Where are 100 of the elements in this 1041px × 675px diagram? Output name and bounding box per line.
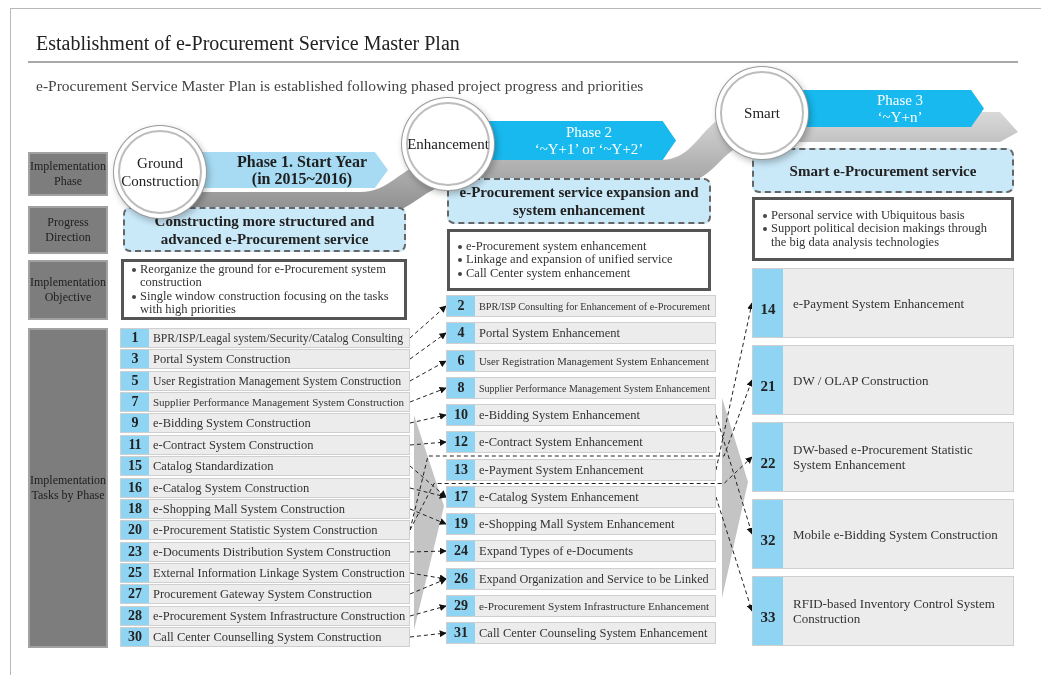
task-number: 4 xyxy=(447,323,475,343)
task-number: 32 xyxy=(753,500,783,568)
task-row xyxy=(120,627,410,647)
task-title: RFID-based Inventory Control System Construction xyxy=(793,596,996,626)
task-number: 7 xyxy=(121,393,149,411)
task-title: Portal System Enhancement xyxy=(479,325,620,341)
task-title: Call Center Counselling System Construction xyxy=(153,629,382,645)
task-row xyxy=(120,499,410,519)
bullet-item: Personal service with Ubiquitous basis xyxy=(771,208,965,223)
task-number: 10 xyxy=(447,405,475,425)
task-title: e-Catalog System Construction xyxy=(153,480,310,496)
dashed-arrow xyxy=(715,496,754,612)
task-row xyxy=(446,431,716,453)
bullet-item: Support political decision makings through the big data analysis technologies xyxy=(771,222,988,250)
task-row xyxy=(752,576,1014,646)
task-row xyxy=(446,568,716,590)
task-row xyxy=(446,622,716,644)
task-row xyxy=(120,328,410,348)
bullet-item: Linkage and expansion of unified service xyxy=(466,253,673,267)
row-header: Implementation Objective xyxy=(28,260,108,320)
task-number: 29 xyxy=(447,596,475,616)
direction-box: e-Procurement service expansion and system enhancement xyxy=(447,178,711,224)
task-title: User Registration Management System Enhancement xyxy=(479,353,709,369)
dashed-arrow xyxy=(409,456,753,531)
task-row xyxy=(120,520,410,540)
task-title: e-Shopping Mall System Enhancement xyxy=(479,516,675,532)
task-row xyxy=(120,392,410,412)
row-header: Progress Direction xyxy=(28,206,108,254)
task-row xyxy=(120,371,410,391)
task-title: Procurement Gateway System Construction xyxy=(153,586,373,602)
task-row xyxy=(120,542,410,562)
task-number: 27 xyxy=(121,585,149,603)
task-row xyxy=(120,563,410,583)
task-row xyxy=(120,349,410,369)
task-row xyxy=(446,595,716,617)
objective-box xyxy=(447,229,711,291)
dashed-arrow xyxy=(409,487,447,499)
task-number: 18 xyxy=(121,500,149,518)
dashed-arrow xyxy=(409,578,447,595)
task-row xyxy=(752,499,1014,569)
task-row xyxy=(446,295,716,317)
task-row xyxy=(446,513,716,535)
task-row xyxy=(752,268,1014,338)
task-row xyxy=(446,486,716,508)
task-row xyxy=(120,584,410,604)
row-header: Implementation Tasks by Phase xyxy=(28,328,108,648)
task-title: e-Payment System Enhancement xyxy=(793,295,965,311)
task-row xyxy=(120,606,410,626)
task-number: 12 xyxy=(447,432,475,452)
task-title: BPR/ISP/Leagal system/Security/Catalog Consulting xyxy=(153,330,403,346)
task-number: 11 xyxy=(121,436,149,454)
task-row xyxy=(446,540,716,562)
dashed-arrow xyxy=(409,630,447,638)
task-title: Portal System Construction xyxy=(153,351,291,367)
dashed-arrow xyxy=(409,332,447,360)
task-title: e-Contract System Enhancement xyxy=(479,434,643,450)
task-title: e-Contract System Construction xyxy=(153,437,314,453)
task-number: 15 xyxy=(121,457,149,475)
task-number: 20 xyxy=(121,521,149,539)
task-row xyxy=(120,456,410,476)
task-title: e-Payment System Enhancement xyxy=(479,462,644,478)
task-row xyxy=(120,413,410,433)
dashed-arrow xyxy=(409,305,447,339)
task-title: Supplier Performance Management System Enhancement xyxy=(479,381,711,396)
task-number: 30 xyxy=(121,628,149,646)
dashed-arrow xyxy=(409,604,447,617)
task-number: 23 xyxy=(121,543,149,561)
task-number: 26 xyxy=(447,569,475,589)
task-number: 24 xyxy=(447,541,475,561)
direction-box: Smart e-Procurement service xyxy=(752,148,1014,193)
direction-box: Constructing more structured and advanced e-Procurement service xyxy=(123,207,406,252)
task-number: 2 xyxy=(447,296,475,316)
task-title: Expand Types of e-Documents xyxy=(479,543,634,559)
task-number: 31 xyxy=(447,623,475,643)
task-number: 19 xyxy=(447,514,475,534)
task-title: User Registration Management System Construction xyxy=(153,373,402,389)
task-number: 5 xyxy=(121,372,149,390)
task-title: e-Bidding System Construction xyxy=(153,415,311,431)
task-row xyxy=(752,422,1014,492)
task-title: e-Bidding System Enhancement xyxy=(479,407,641,423)
task-title: e-Procurement System Infrastructure Construction xyxy=(153,608,406,624)
task-number: 16 xyxy=(121,479,149,497)
subtitle: e-Procurement Service Master Plan is established following phased project progress and priorities xyxy=(36,76,645,95)
dashed-arrow xyxy=(409,547,447,555)
dashed-arrow xyxy=(409,387,447,403)
task-title: External Information Linkage System Construction xyxy=(153,565,405,581)
task-title: e-Procurement Statistic System Construction xyxy=(153,522,378,538)
objective-box xyxy=(121,259,407,320)
phase-banner: Phase 1. Start Year (in 2015~2016) xyxy=(200,152,388,188)
task-row xyxy=(446,322,716,344)
task-title: e-Procurement System Infrastructure Enhancement xyxy=(479,598,710,614)
task-number: 1 xyxy=(121,329,149,347)
dashed-arrow xyxy=(715,414,754,535)
task-title: e-Documents Distribution System Construction xyxy=(153,544,391,560)
task-title: Mobile e-Bidding System Construction xyxy=(793,526,998,542)
task-title: Call Center Counseling System Enhancement xyxy=(479,625,708,641)
objective-box xyxy=(752,197,1014,261)
task-title: e-Catalog System Enhancement xyxy=(479,489,639,505)
bullet-item: Single window construction focusing on the tasks with high priorities xyxy=(140,289,390,317)
dashed-arrow xyxy=(409,412,447,424)
